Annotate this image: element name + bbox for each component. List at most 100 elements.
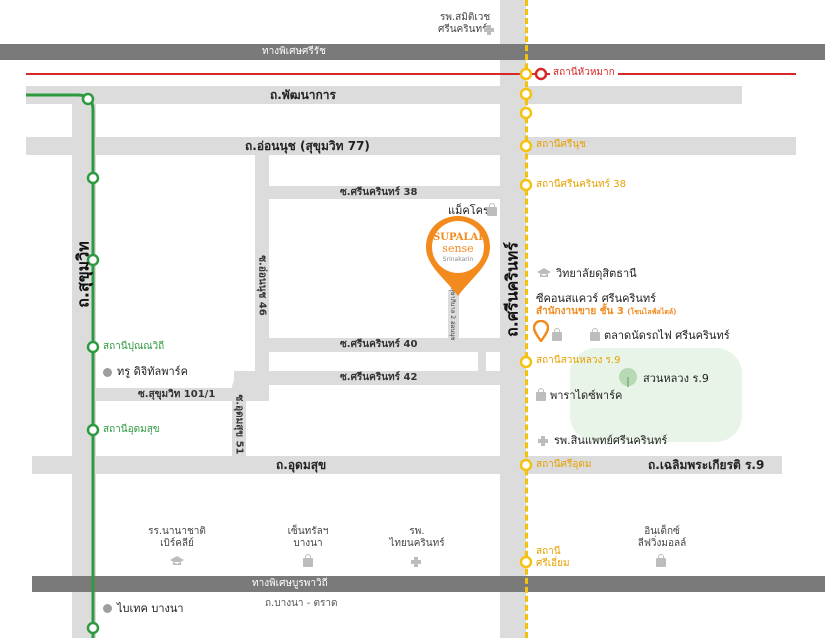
pin-icon (533, 320, 549, 342)
index-label-2: ลีฟวิ่งมอลล์ (637, 538, 687, 549)
chalerm-label: ถ.เฉลิมพระเกียรติ ร.9 (648, 458, 765, 472)
project-pin-icon (426, 216, 490, 296)
udomsuk-label: ถ.อุดมสุข (276, 458, 327, 472)
expressway-burapha (32, 576, 825, 592)
yellow-station-1 (519, 67, 533, 81)
small-soi (478, 352, 486, 371)
yellow-station-2 (519, 87, 533, 101)
train-market-label: ตลาดนัดรถไฟ ศรีนครินทร์ (604, 329, 730, 342)
plus-icon (484, 25, 494, 35)
expressway-burapha-label: ทางพิเศษบูรพาวิถี (252, 578, 328, 589)
srinakarin38-station-label: สถานีศรีนครินทร์ 38 (536, 179, 626, 190)
school-label-1: รร.นานาชาติ (148, 526, 206, 537)
sukhumvit-label: ถ.สุขุมวิท (73, 241, 93, 308)
sales-zone-text: (โซนไลฟ์สไตล์) (627, 308, 677, 316)
school-icon (537, 268, 551, 277)
yellow-station-suanluang (519, 355, 533, 369)
tree-icon (619, 368, 637, 387)
srinakarin-label: ถ.ศรีนครินทร์ (502, 242, 522, 337)
srinakarin42-label: ซ.ศรีนครินทร์ 42 (340, 372, 418, 383)
green-station-2 (86, 171, 100, 185)
onnut46-label: ซ.อ่อนนุช 46 (256, 255, 268, 316)
punnawithi-station-label: สถานีปุณณวิถี (103, 341, 165, 352)
yellow-station-srinuch (519, 139, 533, 153)
hospital-thai-label-1: รพ. (409, 526, 425, 537)
logo-product: sense (442, 242, 474, 255)
bag-icon (590, 328, 600, 341)
logo-brand: SUPALAI (433, 232, 483, 243)
bitec-label: ไบเทค บางนา (117, 602, 184, 615)
index-label-1: อินเด็กซ์ (644, 526, 680, 537)
yellow-station-sriudom (519, 458, 533, 472)
school-icon (170, 556, 184, 565)
curve-connector (232, 371, 269, 401)
logo-sub: Srinakarin (442, 256, 474, 263)
bag-icon (656, 554, 666, 567)
onnut-road (26, 137, 796, 155)
soi-onnut-46 (255, 155, 269, 388)
green-station-3 (86, 253, 100, 267)
sales-office-label: สำนักงานขาย ชั้น 3 (โซนไลฟ์สไตล์) (536, 306, 676, 318)
soi-sukhumvit-101-1 (96, 388, 236, 401)
sriiam-station-label-1: สถานี (536, 546, 561, 557)
paradise-label: พาราไดซ์พาร์ค (550, 389, 623, 402)
srinakarin38-label: ซ.ศรีนครินทร์ 38 (340, 187, 418, 198)
srinakarin-road (500, 0, 526, 638)
green-station-udomsuk (86, 423, 100, 437)
yellow-station-sriiam (519, 555, 533, 569)
college-label: วิทยาลัยดุสิตธานี (556, 267, 637, 280)
soi-srinakarin-38 (255, 186, 500, 199)
pattanakarn-road (26, 86, 500, 104)
central-label-1: เซ็นทรัลฯ (287, 526, 329, 537)
green-station-punnawithi (86, 340, 100, 354)
pattanakarn-road-east (526, 86, 742, 104)
bag-icon (487, 203, 497, 216)
green-station-bitec (86, 621, 100, 635)
central-label-2: บางนา (293, 538, 323, 549)
sales-office-text: สำนักงานขาย ชั้น 3 (536, 306, 624, 317)
makro-label: แม็คโคร (448, 204, 489, 217)
pattanakarn-label: ถ.พัฒนาการ (270, 88, 336, 102)
huamak-station-label: สถานีหัวหมาก (550, 67, 618, 79)
bag-icon (536, 388, 546, 401)
sriiam-station-label-2: ศรีเอี่ยม (536, 558, 570, 569)
expressway-sirat (0, 44, 825, 60)
red-station-huamak (534, 67, 548, 81)
soi-srinakarin-42 (234, 371, 500, 385)
expressway-sirat-label: ทางพิเศษศรีรัช (262, 46, 326, 57)
yellow-station-3 (519, 106, 533, 120)
hospital-sri-label: รพ.สินแพทย์ศรีนครินทร์ (554, 434, 668, 447)
soi-udomsuk-51 (232, 385, 246, 456)
udomsuk51-label: ซ.อุดมสุข 51 (233, 394, 245, 455)
sukhumvit1011-label: ซ.สุขุมวิท 101/1 (138, 389, 216, 400)
hospital-top-label-1: รพ.สมิติเวช (440, 12, 491, 23)
dot-icon (103, 604, 112, 613)
onnut-label: ถ.อ่อนนุช (สุขุมวิท 77) (245, 139, 370, 153)
soi-srinakarin-40 (255, 338, 500, 352)
true-digital-label: ทรู ดิจิทัลพาร์ค (117, 365, 188, 378)
srinakarin40-label: ซ.ศรีนครินทร์ 40 (340, 339, 418, 350)
yellow-line (525, 0, 528, 638)
red-line (26, 73, 796, 75)
green-station-1 (81, 92, 95, 106)
hospital-thai-label-2: ไทยนครินทร์ (389, 538, 445, 549)
suanluang-park-label: สวนหลวง ร.9 (643, 372, 709, 385)
yellow-station-srinakarin38 (519, 178, 533, 192)
seacon-label: ซีคอนสแควร์ ศรีนครินทร์ (536, 292, 657, 305)
bag-icon (552, 328, 562, 341)
udomsuk-road (32, 456, 782, 474)
bag-icon (303, 554, 313, 567)
park-area (570, 348, 742, 442)
suanluang-station-label: สถานีสวนหลวง ร.9 (536, 355, 621, 366)
plus-icon (538, 436, 548, 446)
srinuch-station-label: สถานีศรีนุช (536, 139, 586, 150)
bangna-trad-label: ถ.บางนา - ตราด (265, 598, 338, 609)
hospital-top-label-2: ศรีนครินทร์ (438, 24, 488, 35)
project-soi (448, 290, 459, 338)
plus-icon (411, 557, 421, 567)
school-label-2: เบิร์คลีย์ (160, 538, 194, 549)
dot-icon (103, 368, 112, 377)
sriudom-station-label: สถานีศรีอุดม (536, 459, 592, 470)
